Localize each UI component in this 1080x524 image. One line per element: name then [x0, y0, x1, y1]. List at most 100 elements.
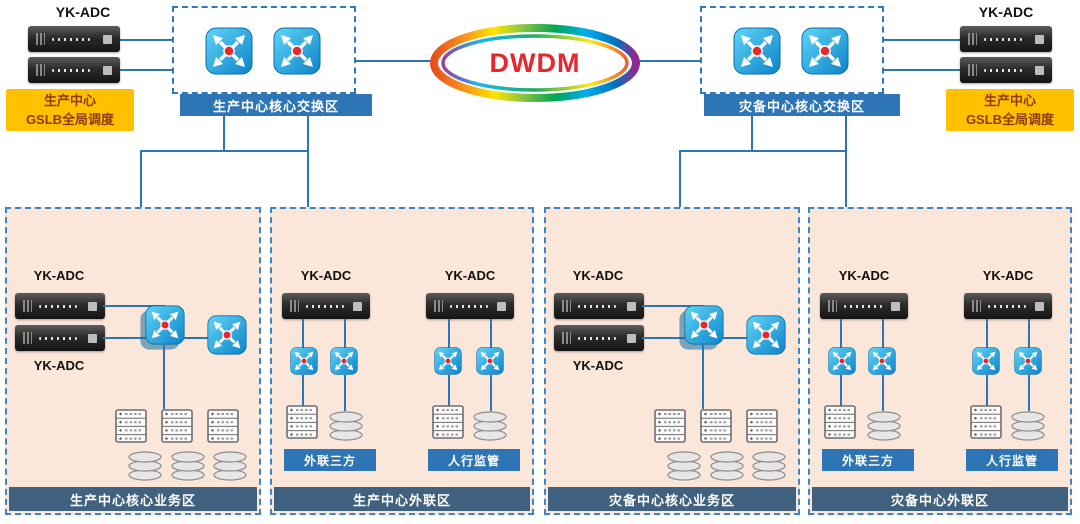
- rack-icon: [824, 405, 856, 439]
- connector-line: [702, 345, 704, 409]
- switch-icon: [733, 27, 781, 75]
- connector-line: [103, 305, 165, 307]
- connector-line: [642, 305, 704, 307]
- adc-appliance: [28, 26, 120, 52]
- prod-core-switch-zone-box: [172, 6, 356, 94]
- disk-stack-icon: [170, 451, 206, 481]
- adc-appliance: [964, 293, 1052, 319]
- connector-line: [163, 345, 165, 409]
- disk-stack-icon: [709, 451, 745, 481]
- connector-line: [344, 319, 346, 349]
- connector-line: [307, 116, 309, 150]
- connector-line: [845, 116, 847, 150]
- connector-line: [307, 150, 309, 207]
- disk-stack-icon: [866, 411, 902, 441]
- rack-icon: [207, 409, 239, 443]
- disk-stack-icon: [472, 411, 508, 441]
- switch-icon: [1014, 347, 1042, 375]
- server-vent: [434, 300, 443, 312]
- panel-title: 灾备中心核心业务区: [548, 487, 796, 511]
- adc-appliance: [282, 293, 370, 319]
- switch-icon: [434, 347, 462, 375]
- connector-line: [120, 69, 206, 71]
- gslb-badge-left: 生产中心 GSLB全局调度: [6, 89, 134, 131]
- switch-icon: [684, 305, 724, 345]
- connector-line: [986, 319, 988, 349]
- switch-icon: [205, 27, 253, 75]
- connector-line: [882, 319, 884, 349]
- connector-line: [356, 60, 434, 62]
- server-vent: [23, 300, 32, 312]
- rack-icon: [432, 405, 464, 439]
- yk-adc-label: YK-ADC: [978, 4, 1034, 20]
- yk-adc-label: YK-ADC: [55, 4, 111, 20]
- server-vent: [562, 332, 571, 344]
- adc-appliance: [960, 57, 1052, 83]
- rack-icon: [970, 405, 1002, 439]
- connector-line: [140, 150, 142, 207]
- server-led-dots: [844, 304, 882, 308]
- yk-adc-label: YK-ADC: [33, 268, 85, 283]
- gslb-badge-line1: 生产中心: [983, 92, 1036, 108]
- gslb-badge-line2: GSLB全局调度: [25, 112, 115, 127]
- connector-line: [884, 69, 960, 71]
- disk-stack-icon: [666, 451, 702, 481]
- connector-line: [986, 375, 988, 407]
- server-vent: [828, 300, 837, 312]
- adc-appliance: [554, 325, 644, 351]
- connector-line: [840, 319, 842, 349]
- switch-icon: [868, 347, 896, 375]
- dwdm-label: DWDM: [489, 47, 581, 78]
- dwdm-ring: [430, 24, 640, 102]
- connector-line: [448, 319, 450, 349]
- disk-stack-icon: [751, 451, 787, 481]
- server-vent: [968, 64, 977, 76]
- rack-icon: [746, 409, 778, 443]
- server-vent: [36, 64, 45, 76]
- tag-pboc-supervision: 人行监管: [428, 449, 520, 471]
- rack-icon: [700, 409, 732, 443]
- tag-third-party: 外联三方: [284, 449, 376, 471]
- tag-pboc-supervision: 人行监管: [966, 449, 1058, 471]
- connector-line: [884, 39, 960, 41]
- connector-line: [840, 375, 842, 407]
- switch-icon: [273, 27, 321, 75]
- server-vent: [968, 33, 977, 45]
- connector-line: [223, 116, 225, 150]
- server-led-dots: [578, 304, 616, 308]
- rack-icon: [115, 409, 147, 443]
- connector-line: [679, 150, 847, 152]
- disk-stack-icon: [127, 451, 163, 481]
- switch-icon: [828, 347, 856, 375]
- tag-third-party: 外联三方: [822, 449, 914, 471]
- connector-line: [679, 150, 681, 207]
- connector-line: [490, 319, 492, 349]
- server-vent: [23, 332, 32, 344]
- connector-line: [448, 375, 450, 407]
- rack-icon: [654, 409, 686, 443]
- server-vent: [290, 300, 299, 312]
- rack-icon: [161, 409, 193, 443]
- switch-icon: [801, 27, 849, 75]
- adc-appliance: [820, 293, 908, 319]
- gslb-badge-right: 生产中心 GSLB全局调度: [946, 89, 1074, 131]
- connector-line: [1028, 319, 1030, 349]
- panel-title: 灾备中心外联区: [812, 487, 1068, 511]
- connector-line: [120, 39, 206, 41]
- disk-stack-icon: [1010, 411, 1046, 441]
- server-vent: [36, 33, 45, 45]
- connector-line: [490, 375, 492, 411]
- adc-appliance: [426, 293, 514, 319]
- server-led-dots: [39, 304, 77, 308]
- server-vent: [562, 300, 571, 312]
- rack-icon: [286, 405, 318, 439]
- connector-line: [845, 150, 847, 207]
- server-led-dots: [39, 336, 77, 340]
- yk-adc-label: YK-ADC: [572, 358, 624, 373]
- switch-icon: [746, 315, 786, 355]
- server-led-dots: [984, 37, 1022, 41]
- panel-prod-core-business: YK-ADC YK-ADC 生产中心核心业务区: [5, 207, 261, 515]
- yk-adc-label: YK-ADC: [444, 268, 496, 283]
- adc-appliance: [15, 325, 105, 351]
- gslb-badge-line2: GSLB全局调度: [965, 112, 1055, 127]
